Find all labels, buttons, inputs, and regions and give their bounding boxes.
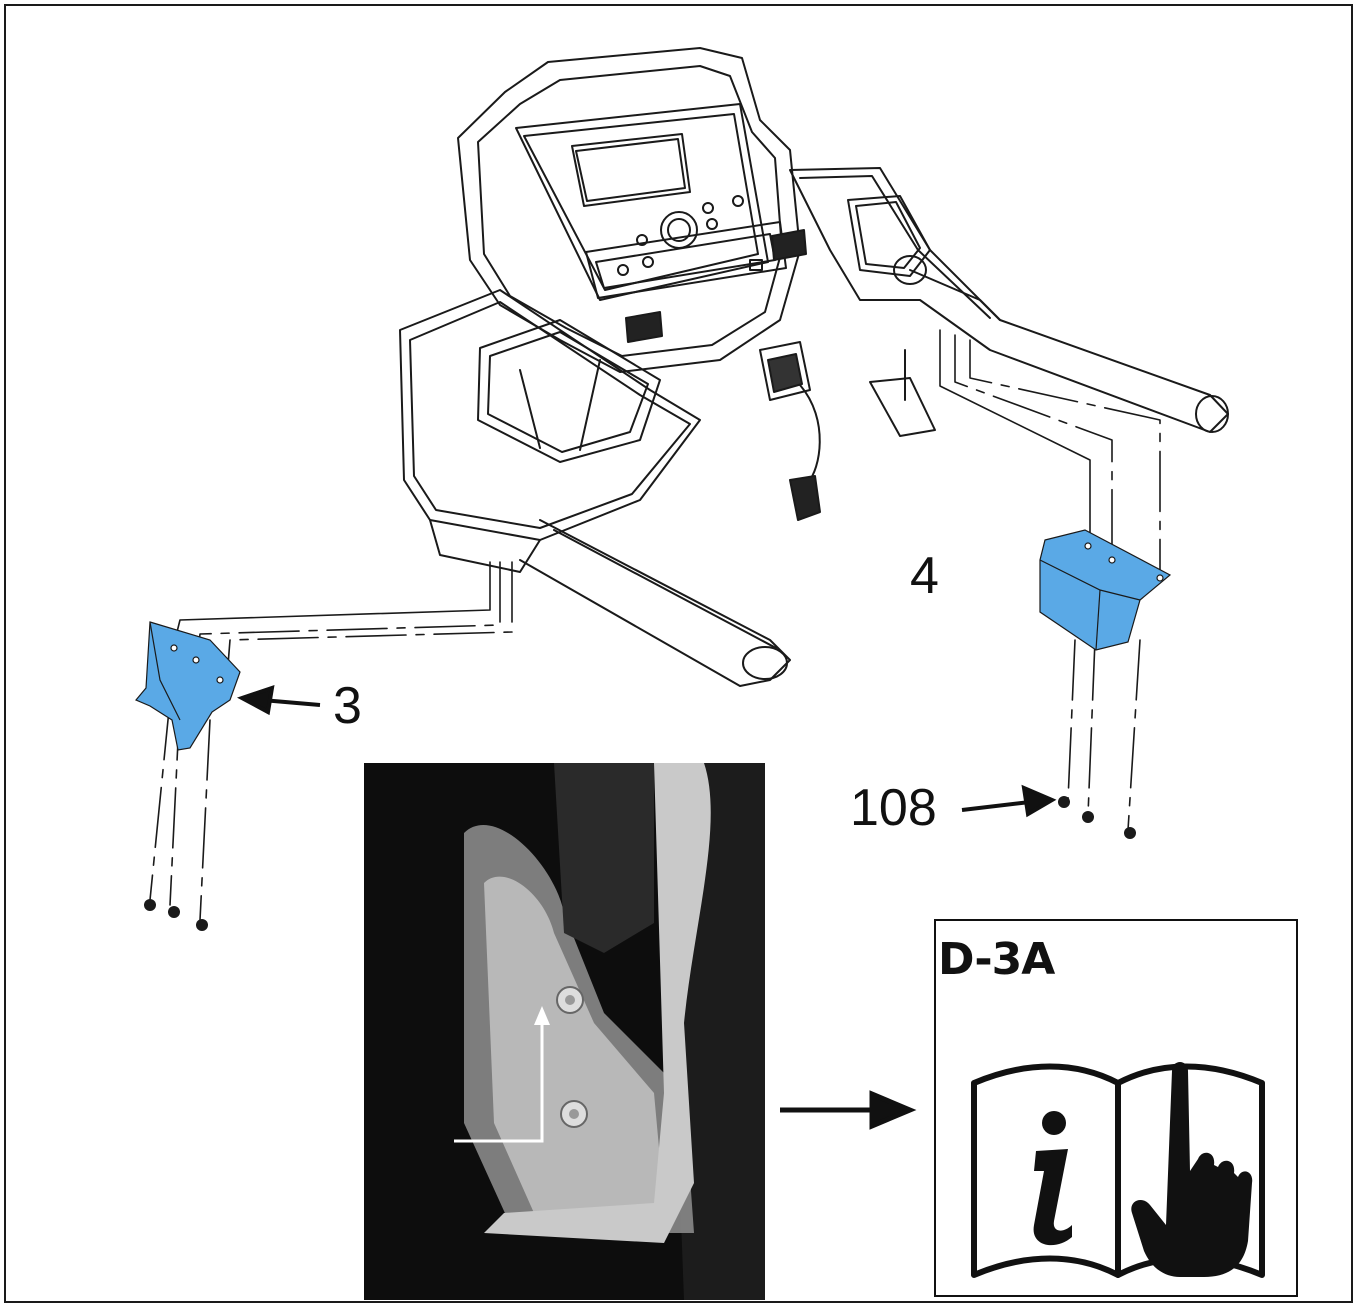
detail-photo	[364, 763, 765, 1300]
left-handrail	[399, 289, 791, 687]
reference-box	[934, 919, 1298, 1297]
display-screen	[571, 133, 691, 207]
guide-lines-right	[939, 329, 1161, 831]
safety-key	[759, 341, 821, 521]
bracket-part-3	[135, 621, 241, 751]
speakers	[625, 229, 807, 343]
manual-info-icon	[971, 1062, 1265, 1278]
callout-part-108: 108	[850, 779, 937, 837]
callout-part-3: 3	[333, 677, 362, 735]
arrow-part-3	[236, 685, 321, 716]
screws-108	[144, 796, 1136, 931]
right-handrail	[789, 167, 1229, 437]
arrow-part-108	[961, 784, 1057, 818]
callout-part-4: 4	[910, 547, 939, 605]
reference-code: D-3A	[938, 934, 1055, 985]
arrow-to-reference	[780, 1090, 917, 1130]
diagram-frame	[4, 4, 1353, 1303]
bracket-part-4	[1039, 529, 1172, 651]
